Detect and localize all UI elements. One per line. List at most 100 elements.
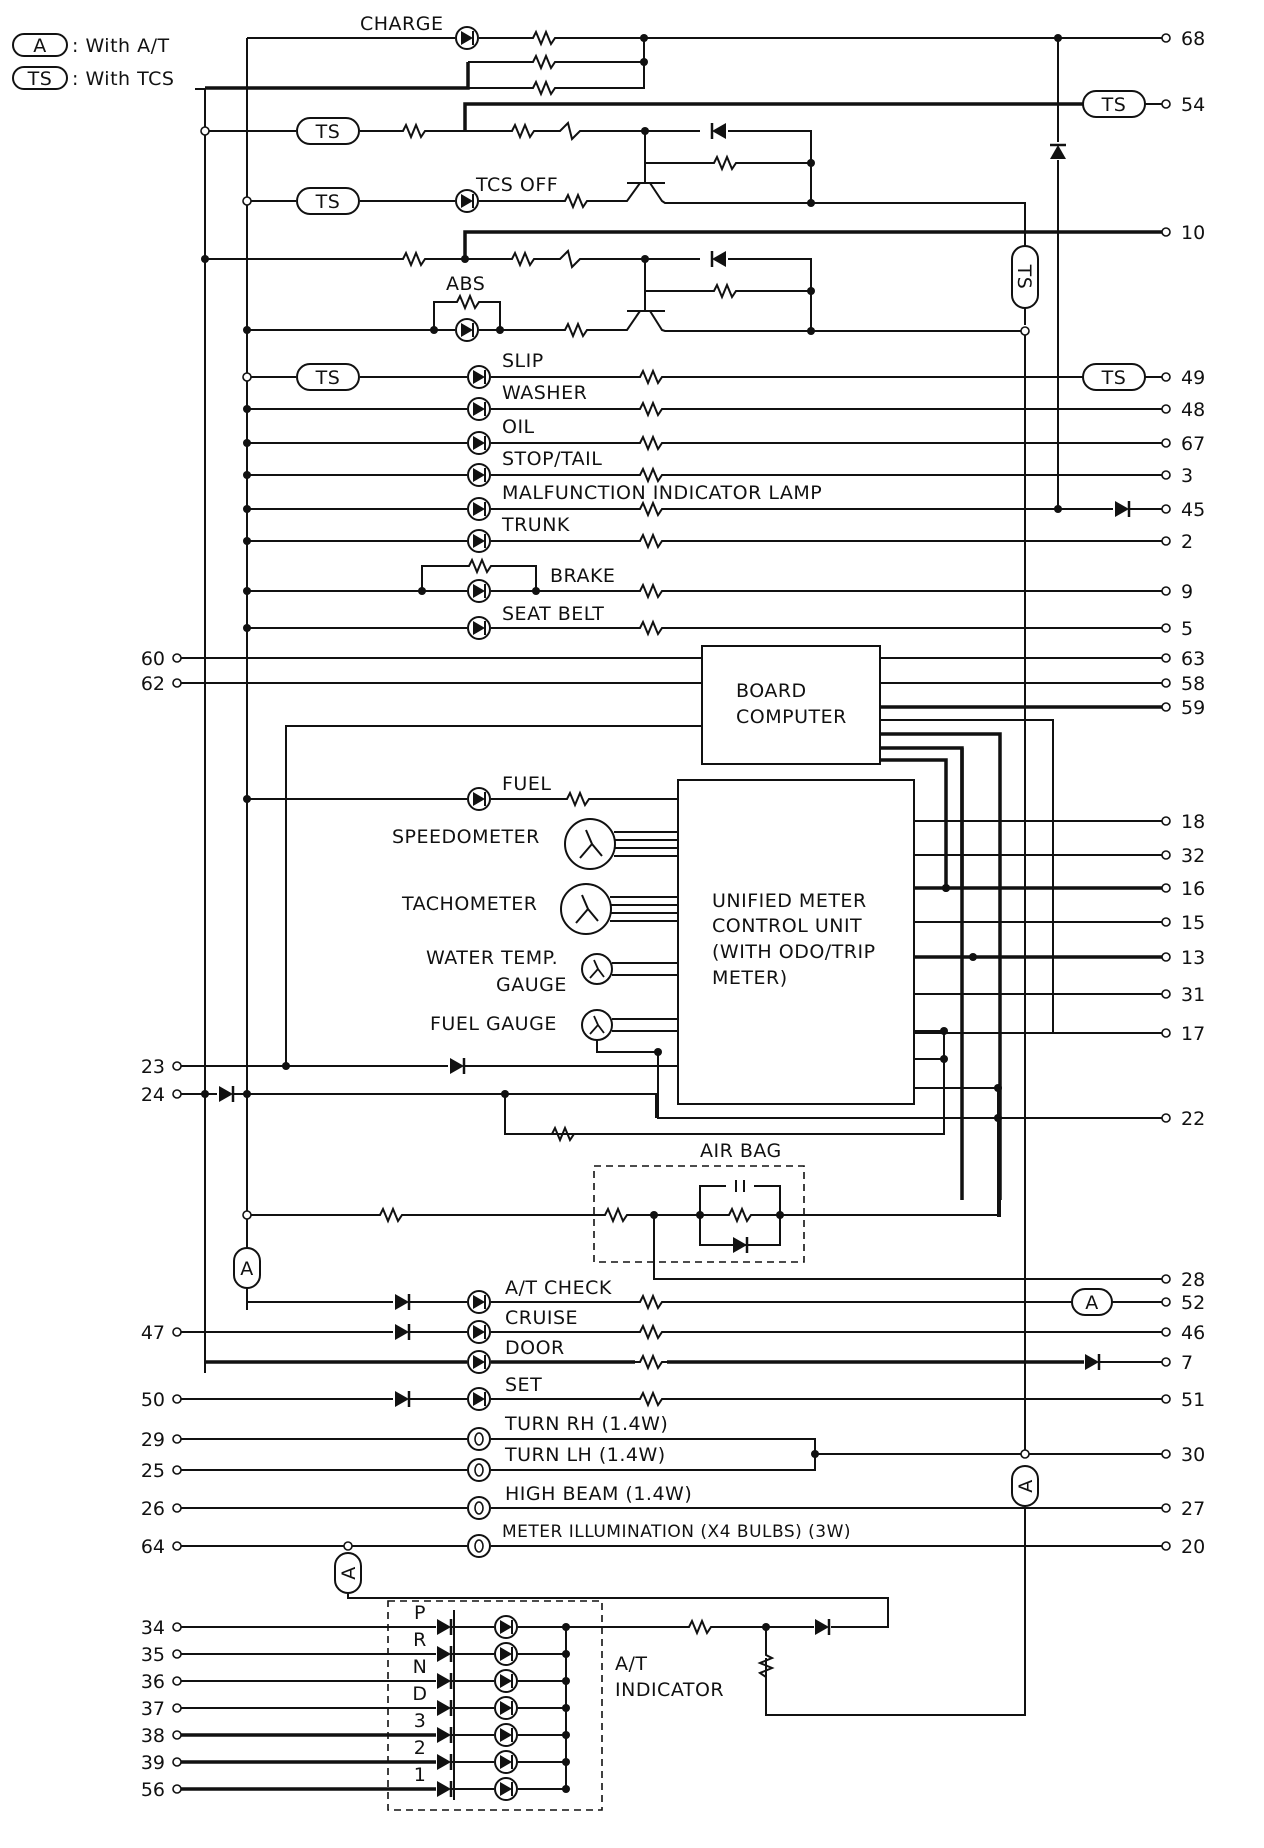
pin-37: 37 [141, 1698, 165, 1720]
pin-16: 16 [1181, 878, 1205, 900]
gear-junction [562, 1731, 570, 1739]
tag-ts-3: TS [315, 191, 341, 213]
gear-lamp [494, 1642, 518, 1666]
gear-terminal [172, 1757, 182, 1767]
pin-15: 15 [1181, 912, 1205, 934]
label-trunk: TRUNK [501, 514, 570, 536]
gear-junction [562, 1704, 570, 1712]
tcs-off-circuit: TS TCS OFF [242, 163, 1026, 325]
pin-29: 29 [141, 1429, 165, 1451]
pin-17: 17 [1181, 1023, 1205, 1045]
legend-tag-ts: TS [27, 68, 53, 90]
pin-50: 50 [141, 1389, 165, 1411]
tag-ts-4: TS [1013, 264, 1035, 290]
pin-10: 10 [1181, 222, 1205, 244]
gear-junction [562, 1785, 570, 1793]
right-connector-pins: 68 54 10 49 48 67 3 45 2 9 5 63 58 59 18… [1161, 28, 1205, 1558]
line-10 [201, 230, 1164, 331]
gear-terminal [172, 1730, 182, 1740]
pin-38: 38 [141, 1725, 165, 1747]
gear-junction [562, 1677, 570, 1685]
label-set: SET [505, 1374, 542, 1396]
gear-terminal [172, 1649, 182, 1659]
left-connector-pins: 60 62 23 24 47 50 29 25 26 64 34 35 36 3… [141, 648, 182, 1801]
gear-diode [435, 1671, 453, 1691]
label-water-temp-1: WATER TEMP. [426, 947, 558, 969]
label-slip: SLIP [502, 350, 544, 372]
pin-49: 49 [1181, 367, 1205, 389]
pin-7: 7 [1181, 1352, 1193, 1374]
pin-59: 59 [1181, 697, 1205, 719]
gear-diode [435, 1725, 453, 1745]
gear-lamp [494, 1669, 518, 1693]
gear-label: R [413, 1629, 427, 1651]
label-turn-lh: TURN LH (1.4W) [504, 1444, 666, 1466]
pin-31: 31 [1181, 984, 1205, 1006]
gear-lamp [494, 1750, 518, 1774]
label-mil: MALFUNCTION INDICATOR LAMP [502, 482, 822, 504]
gear-terminal [172, 1676, 182, 1686]
pin-54: 54 [1181, 94, 1205, 116]
tag-ts-5: TS [315, 367, 341, 389]
pin-23: 23 [141, 1056, 165, 1078]
pin-36: 36 [141, 1671, 165, 1693]
tcs-line-54: TS TS [200, 90, 1162, 203]
gear-lamp [494, 1615, 518, 1639]
pin-39: 39 [141, 1752, 165, 1774]
gear-lamp [494, 1777, 518, 1801]
pin-35: 35 [141, 1644, 165, 1666]
pin-24: 24 [141, 1084, 165, 1106]
pin-46: 46 [1181, 1322, 1205, 1344]
label-high-beam: HIGH BEAM (1.4W) [505, 1483, 692, 1505]
label-board-computer-1: BOARD [736, 680, 807, 702]
label-abs: ABS [446, 273, 485, 295]
bulb-lines: TURN RH (1.4W) TURN LH (1.4W) A HIGH BEA… [181, 1413, 1162, 1716]
label-unified-4: METER) [712, 967, 788, 989]
pin-64: 64 [141, 1536, 165, 1558]
label-air-bag: AIR BAG [700, 1140, 782, 1162]
pin-51: 51 [1181, 1389, 1205, 1411]
tag-a-4: A [338, 1566, 360, 1580]
pin-48: 48 [1181, 399, 1205, 421]
tag-a-2: A [1085, 1292, 1099, 1314]
gear-diode [435, 1779, 453, 1799]
label-speedometer: SPEEDOMETER [392, 826, 540, 848]
gear-diode [435, 1644, 453, 1664]
pin-13: 13 [1181, 947, 1205, 969]
label-seat-belt: SEAT BELT [502, 603, 604, 625]
pin-63: 63 [1181, 648, 1205, 670]
legend-text-ts: : With TCS [72, 68, 174, 90]
label-at-check: A/T CHECK [505, 1277, 612, 1299]
tag-ts-1: TS [315, 121, 341, 143]
pin-30: 30 [1181, 1444, 1205, 1466]
pin-52: 52 [1181, 1292, 1205, 1314]
pin-20: 20 [1181, 1536, 1205, 1558]
label-tcs-off: TCS OFF [475, 174, 558, 196]
gear-diode [435, 1698, 453, 1718]
pin-45: 45 [1181, 499, 1205, 521]
tag-a-3: A [1015, 1479, 1037, 1493]
pin-58: 58 [1181, 673, 1205, 695]
label-meter-illum: METER ILLUMINATION (X4 BULBS) (3W) [502, 1522, 851, 1542]
unified-meter: UNIFIED METER CONTROL UNIT (WITH ODO/TRI… [243, 748, 1162, 1217]
pin-25: 25 [141, 1460, 165, 1482]
label-at-indicator-1: A/T [615, 1653, 648, 1675]
label-oil: OIL [502, 416, 535, 438]
label-water-temp-2: GAUGE [496, 974, 567, 996]
lower-lamps: A A A/T CHECK CRUISE DOOR SET [181, 1219, 1162, 1411]
pin-18: 18 [1181, 811, 1205, 833]
mil-diode-branch [1048, 38, 1068, 509]
pin-62: 62 [141, 673, 165, 695]
gear-label: 3 [414, 1710, 427, 1732]
label-board-computer-2: COMPUTER [736, 706, 847, 728]
tag-a-1: A [240, 1258, 254, 1280]
gear-label: D [412, 1683, 427, 1705]
tag-ts-2: TS [1101, 94, 1127, 116]
gear-lamp [494, 1696, 518, 1720]
label-stop-tail: STOP/TAIL [502, 448, 602, 470]
legend-text-a: : With A/T [72, 35, 170, 57]
gear-terminal [172, 1703, 182, 1713]
label-fuel: FUEL [502, 773, 551, 795]
gear-label: N [413, 1656, 428, 1678]
